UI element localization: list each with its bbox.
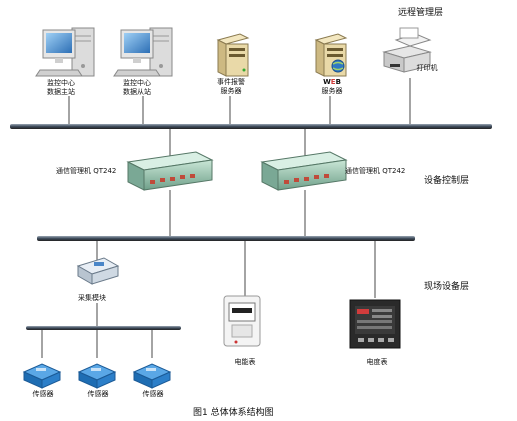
- remote-network-bus: [10, 124, 492, 129]
- acquisition-module-label: 采集模块: [78, 294, 106, 302]
- sensor-1-icon: [22, 363, 62, 389]
- comm-manager-2-label: 通信管理机 QT242: [345, 167, 406, 175]
- printer-label: 打印机: [416, 64, 438, 72]
- master-station-computer-icon: [35, 27, 95, 77]
- web-server-icon: [314, 33, 348, 77]
- layer-label-field: 现场设备层: [424, 282, 470, 292]
- sensor-1-label: 传感器: [32, 390, 54, 398]
- layer-label-control: 设备控制层: [424, 176, 470, 186]
- web-server-label-line1: WEB: [312, 78, 352, 87]
- control-network-bus: [37, 236, 415, 241]
- power-meter-label: 电度表: [366, 358, 388, 366]
- alarm-server-label-line1: 事件报警: [217, 78, 245, 86]
- figure-caption: 图1 总体体系结构图: [193, 408, 274, 418]
- comm-manager-2-icon: [260, 151, 348, 191]
- comm-manager-1-icon: [126, 151, 214, 191]
- sensor-2-icon: [77, 363, 117, 389]
- power-meter-icon: [349, 299, 401, 349]
- field-drop-wires: [96, 241, 376, 328]
- master-station-label: 监控中心 数据主站: [38, 79, 84, 97]
- alarm-server-icon: [216, 33, 250, 77]
- comm-manager-1-label: 通信管理机 QT242: [56, 167, 117, 175]
- alarm-server-label-line2: 服务器: [220, 87, 242, 95]
- sensor-2-label: 传感器: [87, 390, 109, 398]
- web-server-label-e: E: [330, 78, 336, 86]
- master-station-label-line1: 监控中心: [47, 79, 75, 87]
- printer-icon: [382, 27, 432, 73]
- remote-drop-wires: [68, 78, 411, 126]
- slave-station-label-line2: 数据从站: [123, 88, 151, 96]
- web-server-label-line2: 服务器: [321, 87, 343, 95]
- layer-label-remote: 远程管理层: [398, 8, 444, 18]
- slave-station-label: 监控中心 数据从站: [114, 79, 160, 97]
- manager-uplink-wires: [169, 129, 306, 238]
- slave-station-computer-icon: [113, 27, 173, 77]
- web-server-label-b: B: [335, 78, 341, 86]
- sensor-3-icon: [132, 363, 172, 389]
- sensor-drop-wires: [41, 330, 153, 358]
- energy-meter-label: 电能表: [234, 358, 256, 366]
- sensor-3-label: 传感器: [142, 390, 164, 398]
- web-server-label-w: W: [323, 78, 331, 86]
- web-server-label: WEB 服务器: [312, 78, 352, 96]
- sensor-bus: [26, 326, 181, 330]
- slave-station-label-line1: 监控中心: [123, 79, 151, 87]
- energy-meter-icon: [223, 295, 261, 347]
- acquisition-module-icon: [76, 257, 120, 285]
- master-station-label-line2: 数据主站: [47, 88, 75, 96]
- alarm-server-label: 事件报警 服务器: [208, 78, 254, 96]
